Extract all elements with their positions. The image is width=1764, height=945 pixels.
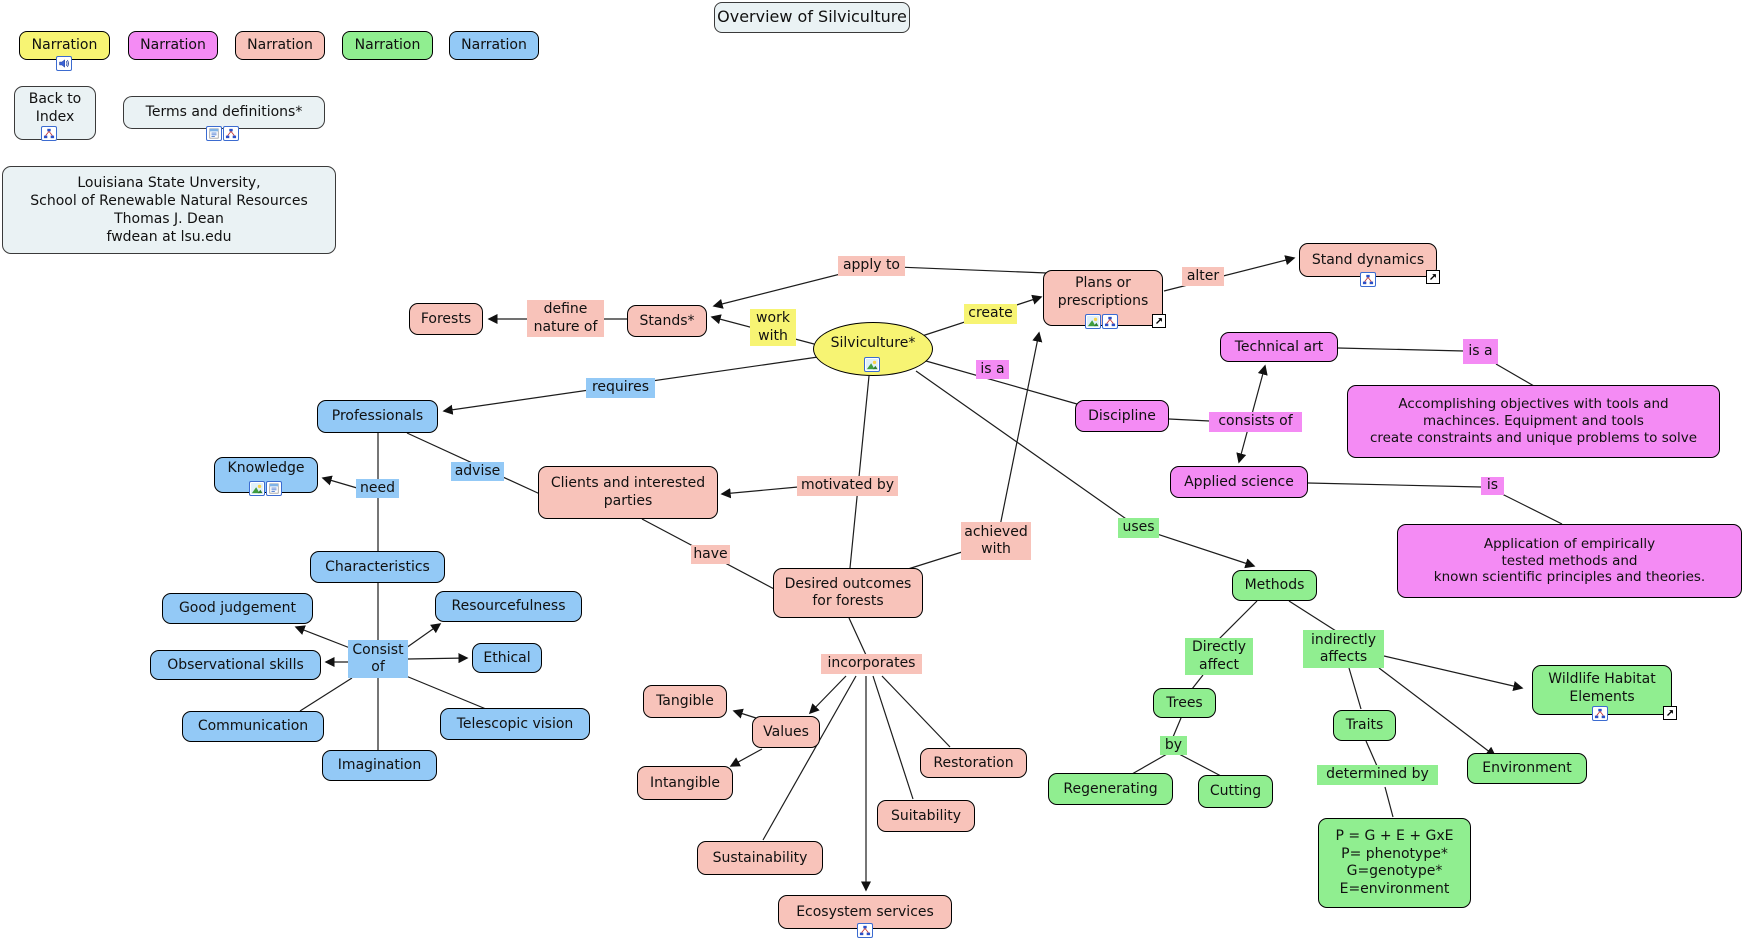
node-imagination[interactable]: Imagination	[322, 750, 437, 781]
link-apply-to[interactable]: apply to	[838, 256, 905, 276]
node-values[interactable]: Values	[752, 716, 820, 748]
node-regenerating[interactable]: Regenerating	[1048, 773, 1173, 805]
node-applied-science[interactable]: Applied science	[1170, 466, 1308, 498]
node-applied-science-definition[interactable]: Application of empirically tested method…	[1397, 524, 1742, 598]
node-ethical[interactable]: Ethical	[472, 643, 542, 673]
node-technical-art[interactable]: Technical art	[1220, 332, 1338, 362]
link-achieved-with[interactable]: achieved with	[961, 522, 1031, 560]
link-motivated-by[interactable]: motivated by	[797, 476, 898, 496]
image-icon[interactable]	[249, 481, 265, 496]
narration-button-blue[interactable]: Narration	[449, 31, 539, 60]
page-title: Overview of Silviculture	[714, 2, 910, 33]
back-to-index-button[interactable]: Back to Index	[14, 86, 96, 140]
node-environment[interactable]: Environment	[1467, 753, 1587, 784]
node-good-judgement[interactable]: Good judgement	[162, 593, 313, 624]
node-professionals[interactable]: Professionals	[317, 400, 438, 433]
node-discipline[interactable]: Discipline	[1075, 400, 1169, 432]
narration-button-green[interactable]: Narration	[342, 31, 433, 60]
link-advise[interactable]: advise	[451, 462, 504, 481]
concept-map-icon[interactable]	[1592, 706, 1608, 721]
external-link-icon[interactable]	[1152, 314, 1166, 328]
node-clients-and-interested-parties[interactable]: Clients and interested parties	[538, 466, 718, 519]
document-icon[interactable]	[206, 126, 222, 141]
link-is-a-technical[interactable]: is a	[1463, 339, 1498, 364]
link-work-with[interactable]: work with	[750, 309, 796, 346]
node-communication[interactable]: Communication	[182, 711, 324, 742]
credits-box: Louisiana State Unversity, School of Ren…	[2, 166, 336, 254]
link-by[interactable]: by	[1160, 736, 1187, 755]
node-suitability[interactable]: Suitability	[877, 800, 975, 832]
node-forests[interactable]: Forests	[409, 303, 483, 335]
link-alter[interactable]: alter	[1182, 267, 1224, 286]
narration-button-pink[interactable]: Narration	[235, 31, 325, 60]
narration-button-yellow[interactable]: Narration	[19, 31, 110, 60]
node-stand-dynamics[interactable]: Stand dynamics	[1299, 243, 1437, 277]
node-telescopic-vision[interactable]: Telescopic vision	[440, 708, 590, 740]
node-characteristics[interactable]: Characteristics	[310, 551, 445, 583]
image-icon[interactable]	[864, 357, 880, 372]
link-uses[interactable]: uses	[1118, 518, 1159, 538]
node-tangible[interactable]: Tangible	[643, 685, 727, 718]
external-link-icon[interactable]	[1663, 706, 1677, 720]
node-intangible[interactable]: Intangible	[637, 766, 733, 800]
link-determined-by[interactable]: determined by	[1317, 765, 1438, 785]
link-consists-of[interactable]: consists of	[1209, 412, 1302, 432]
node-resourcefulness[interactable]: Resourcefulness	[435, 591, 582, 622]
concept-map-icon[interactable]	[41, 126, 57, 141]
node-trees[interactable]: Trees	[1153, 688, 1216, 718]
concept-map-icon[interactable]	[1360, 272, 1376, 287]
node-stands[interactable]: Stands*	[627, 305, 707, 337]
node-genetics-formula[interactable]: P = G + E + GxE P= phenotype* G=genotype…	[1318, 818, 1471, 908]
node-observational-skills[interactable]: Observational skills	[150, 650, 321, 680]
narration-button-magenta[interactable]: Narration	[128, 31, 218, 60]
link-consist-of[interactable]: Consist of	[348, 640, 408, 678]
concept-map-icon[interactable]	[223, 126, 239, 141]
node-sustainability[interactable]: Sustainability	[697, 841, 823, 875]
node-desired-outcomes[interactable]: Desired outcomes for forests	[773, 568, 923, 618]
external-link-icon[interactable]	[1426, 270, 1440, 284]
node-restoration[interactable]: Restoration	[920, 748, 1027, 778]
link-is-applied[interactable]: is	[1481, 477, 1504, 495]
link-requires[interactable]: requires	[586, 378, 655, 398]
concept-map-icon[interactable]	[857, 923, 873, 938]
node-knowledge[interactable]: Knowledge	[214, 457, 318, 493]
speaker-icon[interactable]	[56, 56, 72, 71]
link-incorporates[interactable]: incorporates	[821, 654, 922, 674]
concept-map-icon[interactable]	[1102, 314, 1118, 329]
link-directly-affect[interactable]: Directly affect	[1185, 638, 1253, 675]
link-have[interactable]: have	[691, 545, 730, 564]
node-technical-art-definition[interactable]: Accomplishing objectives with tools and …	[1347, 385, 1720, 458]
link-define-nature-of[interactable]: define nature of	[527, 300, 604, 337]
node-methods[interactable]: Methods	[1232, 570, 1317, 601]
link-indirectly-affects[interactable]: indirectly affects	[1303, 630, 1384, 668]
link-create[interactable]: create	[964, 304, 1017, 324]
link-need[interactable]: need	[356, 479, 399, 498]
link-is-a[interactable]: is a	[976, 360, 1009, 379]
image-icon[interactable]	[1085, 314, 1101, 329]
node-cutting[interactable]: Cutting	[1198, 775, 1273, 808]
terms-and-definitions-button[interactable]: Terms and definitions*	[123, 96, 325, 129]
document-icon[interactable]	[266, 481, 282, 496]
node-traits[interactable]: Traits	[1333, 710, 1396, 741]
node-ecosystem-services[interactable]: Ecosystem services	[778, 895, 952, 929]
